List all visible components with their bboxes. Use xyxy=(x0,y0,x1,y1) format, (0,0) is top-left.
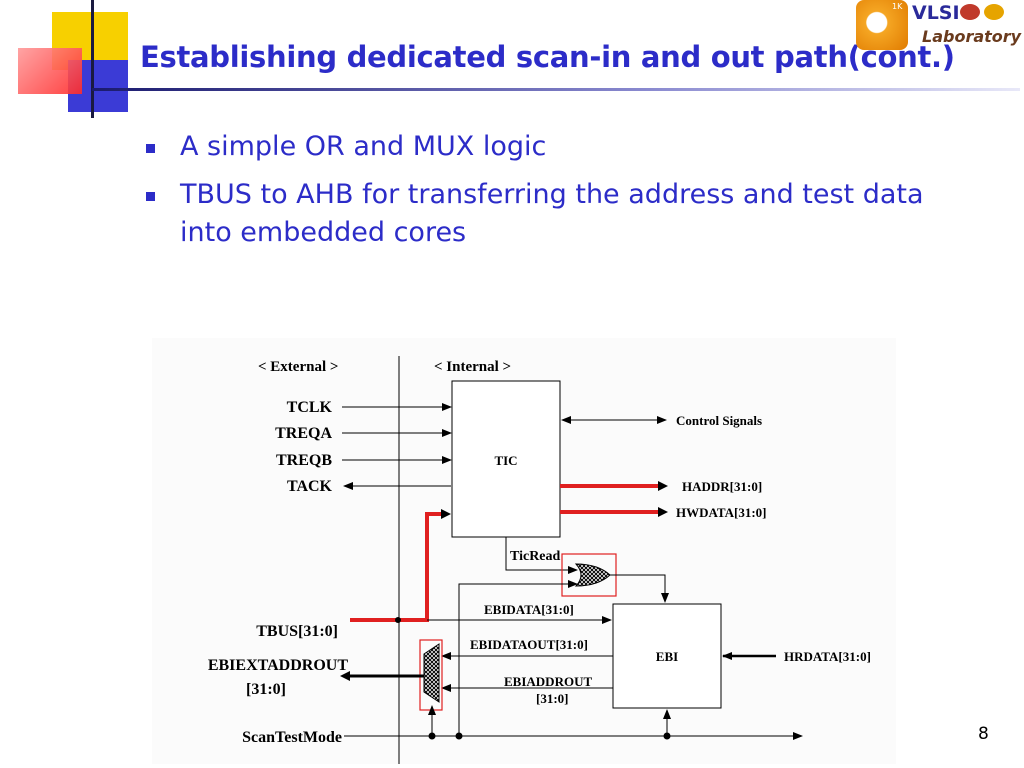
junction-dot xyxy=(395,617,401,623)
haddr-arrowhead xyxy=(658,481,668,491)
or-output-arrow xyxy=(610,574,669,603)
tbus-label: TBUS[31:0] xyxy=(256,623,338,640)
ticread-label: TicRead xyxy=(510,549,561,564)
junction-dot xyxy=(428,732,436,740)
tbus-path-highlight xyxy=(350,512,442,622)
bullet-text: A simple OR and MUX logic xyxy=(180,131,547,162)
bug-icon xyxy=(960,4,980,20)
scantestmode-label: ScanTestMode xyxy=(242,729,342,746)
square-bullet-icon xyxy=(146,144,155,153)
page-number: 8 xyxy=(978,724,989,744)
hwdata-arrowhead xyxy=(658,507,668,517)
bug-icon xyxy=(984,4,1004,20)
ebiextaddrout-label-1: EBIEXTADDROUT xyxy=(208,657,349,674)
or-input-scanmode xyxy=(458,580,578,736)
scan-path-diagram: < External > < Internal > TIC EBI TCLK T… xyxy=(152,338,896,764)
logo-top-text: VLSI xyxy=(912,2,960,24)
junction-dot xyxy=(663,732,671,740)
square-bullet-icon xyxy=(146,192,155,201)
bullet-text: TBUS to AHB for transferring the address… xyxy=(180,179,924,248)
vertical-line xyxy=(91,0,94,118)
slide-title: Establishing dedicated scan-in and out p… xyxy=(140,40,955,74)
internal-label: < Internal > xyxy=(434,359,511,375)
tack-label: TACK xyxy=(287,478,333,495)
haddr-label: HADDR[31:0] xyxy=(682,479,762,494)
tic-block xyxy=(451,380,561,538)
bullet-list: A simple OR and MUX logic TBUS to AHB fo… xyxy=(140,128,980,262)
ebi-block xyxy=(612,603,722,709)
hwdata-label: HWDATA[31:0] xyxy=(676,505,767,520)
corner-decoration xyxy=(0,0,140,120)
ebiextaddrout-label-2: [31:0] xyxy=(246,681,286,698)
mux xyxy=(423,643,440,703)
ebi-label: EBI xyxy=(656,649,678,664)
title-underline xyxy=(92,88,1020,91)
ebiaddrout-label-2: [31:0] xyxy=(536,691,569,706)
vlsi-lab-logo: 1K VLSI Laboratory xyxy=(856,0,1024,52)
or-gate xyxy=(574,563,611,587)
treqa-label: TREQA xyxy=(275,425,332,442)
tclk-label: TCLK xyxy=(287,399,333,416)
logo-badge: 1K xyxy=(892,2,903,11)
ebidata-label: EBIDATA[31:0] xyxy=(484,602,574,617)
junction-dot xyxy=(455,732,463,740)
sun-logo-icon xyxy=(856,0,908,50)
logo-bottom-text: Laboratory xyxy=(922,27,1022,46)
tic-label: TIC xyxy=(494,453,517,468)
ebidataout-label: EBIDATAOUT[31:0] xyxy=(470,637,588,652)
tbus-arrowhead xyxy=(441,509,451,519)
control-signals-label: Control Signals xyxy=(676,413,762,428)
bullet-item: A simple OR and MUX logic xyxy=(140,128,980,166)
bullet-item: TBUS to AHB for transferring the address… xyxy=(140,176,980,252)
red-square xyxy=(18,48,82,94)
ebiaddrout-label-1: EBIADDROUT xyxy=(504,674,592,689)
treqb-label: TREQB xyxy=(276,452,332,469)
hrdata-label: HRDATA[31:0] xyxy=(784,649,871,664)
ebiextaddrout-arrowhead xyxy=(340,671,350,681)
external-label: < External > xyxy=(258,359,338,375)
ticread-arrow xyxy=(505,537,578,574)
